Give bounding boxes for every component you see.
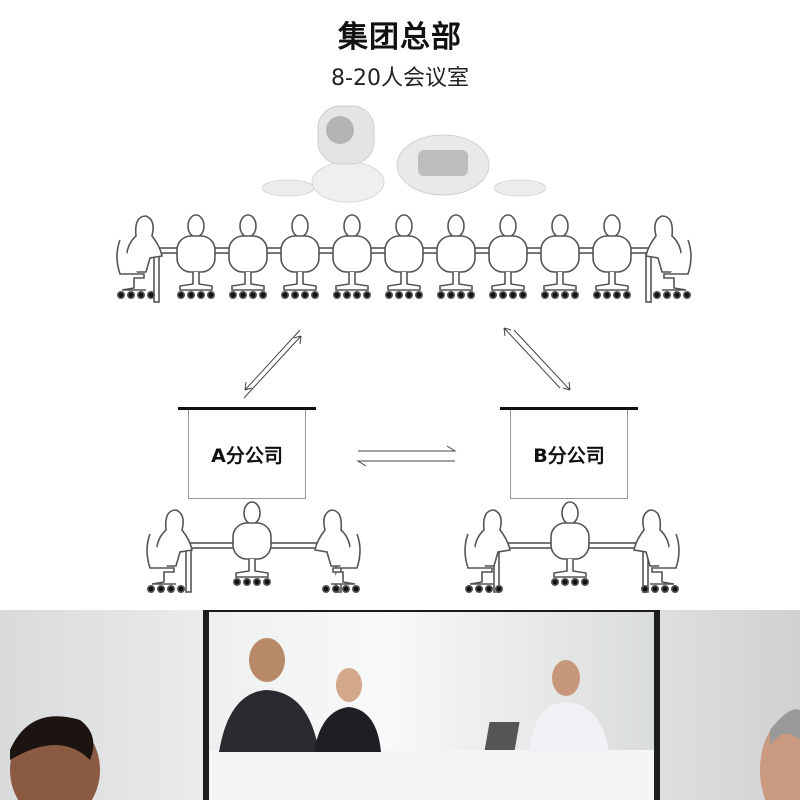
room-size-subtitle: 8-20人会议室 [331,66,469,91]
diagram-canvas [116,105,692,593]
person-front-icon [176,214,216,299]
person-front-icon [436,214,476,299]
local-participants [10,709,800,800]
person-front-icon [280,214,320,299]
arrow-b-to-hq [503,327,561,389]
conference-camera-kit [261,105,547,203]
person-front-icon [232,501,272,586]
person-side-icon [464,509,511,593]
connection-arrows [243,327,571,467]
screen-branch-a: A分公司 [178,407,316,499]
person-front-icon [592,214,632,299]
headquarters-title: 集团总部 [338,20,462,55]
person-front-icon [228,214,268,299]
branch-b-room [464,501,680,593]
person-side-icon [633,509,680,593]
arrow-a-to-b [358,445,457,452]
branch-a-room [146,501,361,593]
arrow-hq-to-a [244,329,301,391]
branch-b-label: B分公司 [510,410,628,499]
person-front-icon [550,501,590,586]
person-side-icon [146,509,193,593]
person-side-icon [116,215,163,299]
remote-participants [209,638,654,800]
display-screen [203,610,660,800]
person-front-icon [384,214,424,299]
person-side-icon [645,215,692,299]
person-side-icon [314,509,361,593]
headquarters-room [116,214,692,303]
person-front-icon [488,214,528,299]
arrow-a-to-hq [243,335,302,399]
person-front-icon [540,214,580,299]
arrow-b-to-a [356,460,455,467]
arrow-hq-to-b [513,329,571,391]
person-front-icon [332,214,372,299]
video-call-image [209,612,654,800]
screen-branch-b: B分公司 [500,407,638,499]
branch-a-label: A分公司 [188,410,306,499]
meeting-photo [0,610,800,800]
